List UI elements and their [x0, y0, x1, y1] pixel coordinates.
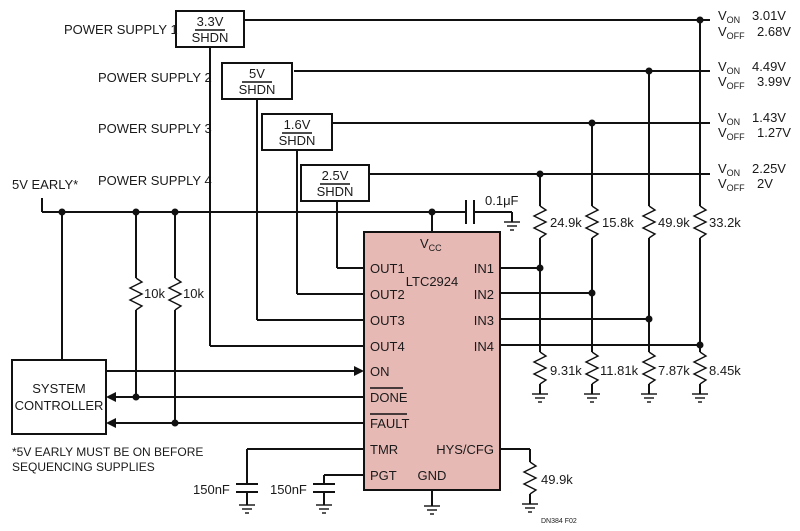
system-controller: SYSTEM CONTROLLER [11, 359, 107, 435]
pullup-resistor-2: 10k [167, 212, 204, 427]
svg-text:CONTROLLER: CONTROLLER [15, 398, 104, 413]
svg-text:IN3: IN3 [474, 313, 494, 328]
svg-text:11.81k: 11.81k [600, 363, 639, 378]
svg-text:5V: 5V [249, 66, 265, 81]
svg-text:2.68V: 2.68V [757, 24, 791, 39]
svg-text:150nF: 150nF [193, 482, 230, 497]
supply-name-2: POWER SUPPLY 2 [98, 70, 212, 85]
svg-text:OUT3: OUT3 [370, 313, 405, 328]
svg-text:SHDN: SHDN [317, 184, 354, 199]
svg-text:1.27V: 1.27V [757, 125, 791, 140]
supply-name-3: POWER SUPPLY 3 [98, 121, 212, 136]
svg-text:1.6V: 1.6V [284, 117, 311, 132]
svg-text:2.5V: 2.5V [322, 168, 349, 183]
svg-text:VON: VON [718, 110, 740, 127]
svg-text:HYS/CFG: HYS/CFG [436, 442, 494, 457]
svg-text:24.9k: 24.9k [550, 215, 582, 230]
svg-text:3.3V: 3.3V [197, 14, 224, 29]
early-label: 5V EARLY* [12, 177, 78, 192]
svg-text:10k: 10k [144, 286, 165, 301]
supply-name-4: POWER SUPPLY 4 [98, 173, 212, 188]
svg-text:GND: GND [418, 468, 447, 483]
arrow-on [354, 366, 364, 376]
divider-ps3: 15.8k 11.81k [584, 123, 639, 403]
supply-box-2: 5V SHDN [221, 62, 293, 100]
hys-resistor: 49.9k [500, 448, 573, 513]
svg-text:VOFF: VOFF [718, 24, 745, 41]
footnote-line-2: SEQUENCING SUPPLIES [12, 460, 155, 474]
svg-text:VCC: VCC [420, 236, 442, 253]
threshold-labels-ps4: VON 2.25V VOFF 2V [718, 161, 786, 193]
figure-code: DN384 F02 [541, 518, 577, 525]
svg-text:OUT2: OUT2 [370, 287, 405, 302]
svg-text:LTC2924: LTC2924 [406, 274, 459, 289]
svg-text:PGT: PGT [370, 468, 397, 483]
svg-text:3.99V: 3.99V [757, 74, 791, 89]
svg-text:OUT1: OUT1 [370, 261, 405, 276]
svg-text:10k: 10k [183, 286, 204, 301]
svg-text:TMR: TMR [370, 442, 398, 457]
tmr-capacitor: 150nF [193, 448, 364, 514]
pullup-resistor-1: 10k [128, 212, 165, 401]
ic-ground [424, 490, 440, 515]
svg-text:7.87k: 7.87k [658, 363, 690, 378]
svg-text:15.8k: 15.8k [602, 215, 634, 230]
svg-text:SHDN: SHDN [239, 82, 276, 97]
supply-box-4: 2.5V SHDN [300, 164, 370, 202]
svg-text:VON: VON [718, 59, 740, 76]
divider-ps2: 49.9k 7.87k [641, 71, 690, 403]
divider-ps4: 24.9k 9.31k [532, 174, 582, 403]
svg-text:150nF: 150nF [270, 482, 307, 497]
svg-text:9.31k: 9.31k [550, 363, 582, 378]
threshold-labels-ps1: VON 3.01V VOFF 2.68V [718, 8, 791, 41]
svg-text:SHDN: SHDN [192, 30, 229, 45]
svg-text:4.49V: 4.49V [752, 59, 786, 74]
pgt-capacitor: 150nF [270, 474, 364, 514]
svg-text:OUT4: OUT4 [370, 339, 405, 354]
svg-text:IN2: IN2 [474, 287, 494, 302]
arrow-fault [106, 418, 116, 428]
svg-text:33.2k: 33.2k [709, 215, 741, 230]
footnote-line-1: *5V EARLY MUST BE ON BEFORE [12, 445, 203, 459]
threshold-labels-ps2: VON 4.49V VOFF 3.99V [718, 59, 791, 91]
supply-box-1: 3.3V SHDN [175, 10, 245, 48]
decoupling-capacitor: 0.1μF [465, 193, 520, 231]
svg-text:IN1: IN1 [474, 261, 494, 276]
svg-text:2V: 2V [757, 176, 773, 191]
ltc2924-ic: VCC LTC2924 OUT1 OUT2 OUT3 OUT4 ON DONE … [363, 231, 501, 491]
svg-text:8.45k: 8.45k [709, 363, 741, 378]
svg-text:SYSTEM: SYSTEM [32, 381, 85, 396]
svg-text:VON: VON [718, 8, 740, 25]
arrow-done [106, 392, 116, 402]
svg-text:2.25V: 2.25V [752, 161, 786, 176]
threshold-labels-ps3: VON 1.43V VOFF 1.27V [718, 110, 791, 142]
svg-text:0.1μF: 0.1μF [485, 193, 519, 208]
divider-ps1: 33.2k 8.45k [692, 20, 741, 403]
svg-text:VOFF: VOFF [718, 125, 745, 142]
svg-text:49.9k: 49.9k [658, 215, 690, 230]
svg-text:49.9k: 49.9k [541, 472, 573, 487]
svg-text:VOFF: VOFF [718, 176, 745, 193]
svg-text:3.01V: 3.01V [752, 8, 786, 23]
svg-text:SHDN: SHDN [279, 133, 316, 148]
svg-text:IN4: IN4 [474, 339, 494, 354]
svg-text:1.43V: 1.43V [752, 110, 786, 125]
supply-box-3: 1.6V SHDN [261, 113, 333, 151]
svg-text:FAULT: FAULT [370, 416, 410, 431]
svg-text:DONE: DONE [370, 390, 408, 405]
svg-text:VON: VON [718, 161, 740, 178]
supply-name-1: POWER SUPPLY 1 [64, 22, 178, 37]
svg-text:ON: ON [370, 364, 390, 379]
svg-text:VOFF: VOFF [718, 74, 745, 91]
